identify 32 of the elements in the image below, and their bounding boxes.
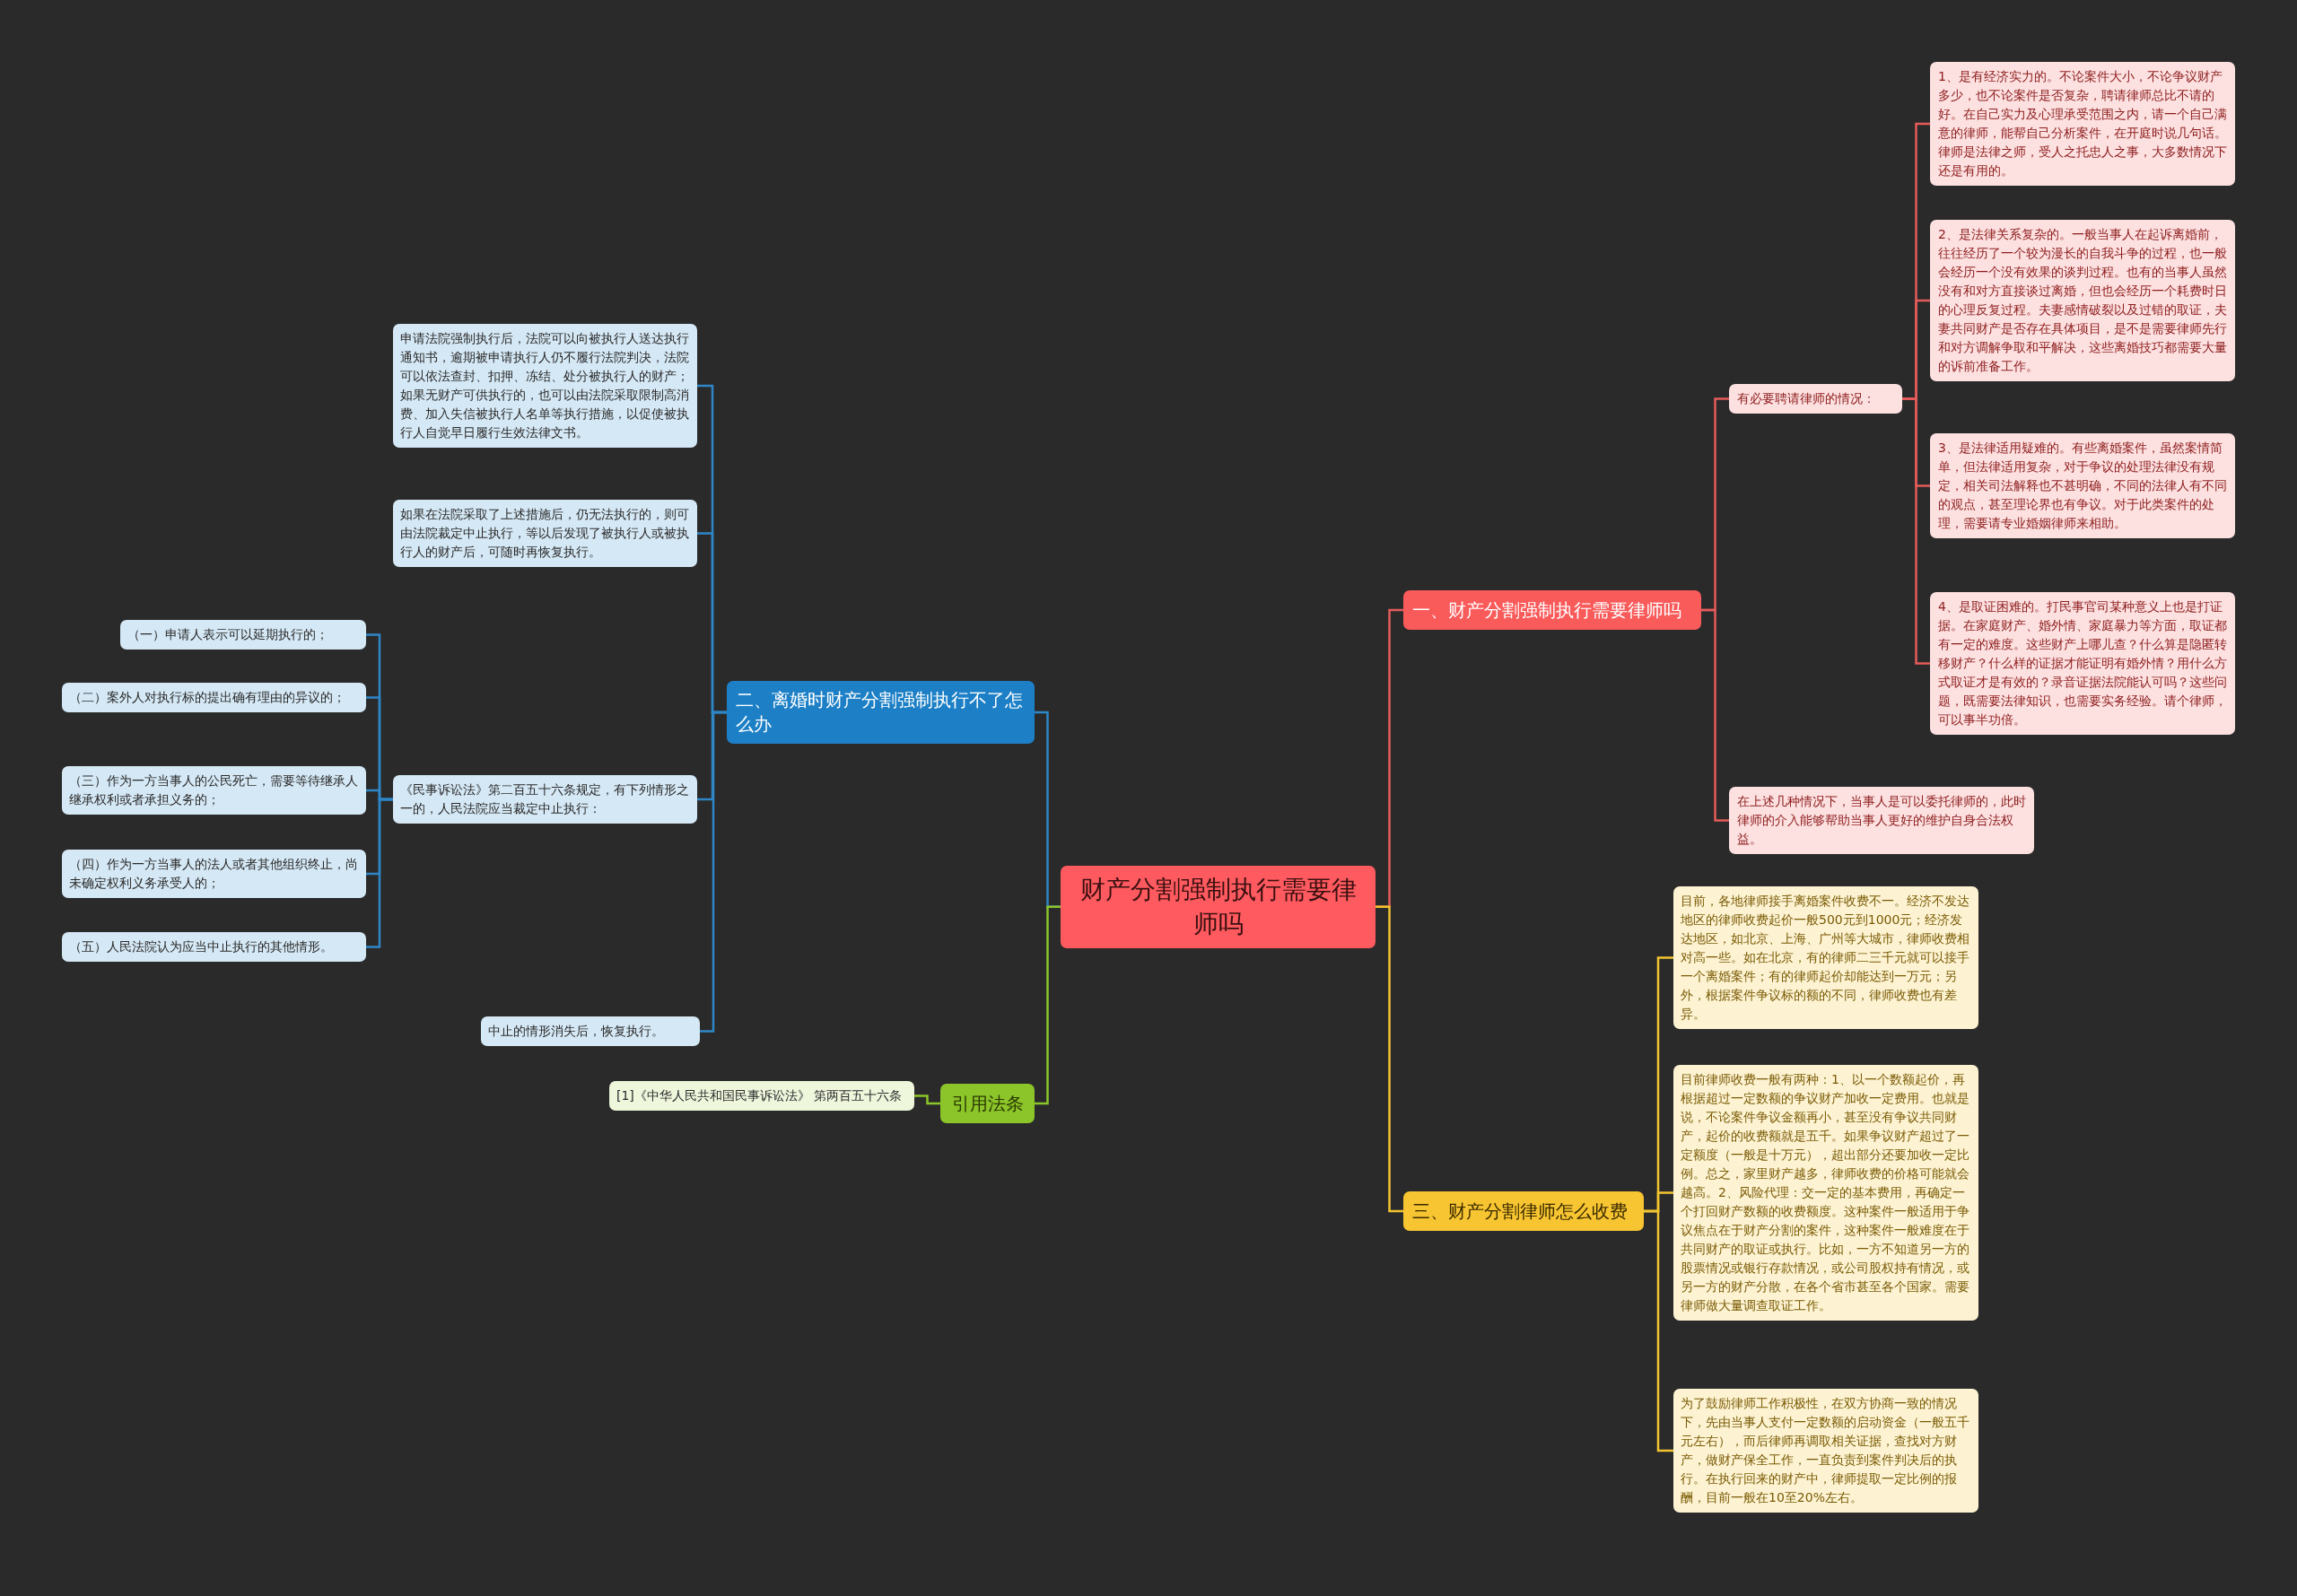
note-box: [1]《中华人民共和国民事诉讼法》 第两百五十六条: [609, 1081, 914, 1111]
note-box: 目前，各地律师接手离婚案件收费不一。经济不发达地区的律师收费起价一般500元到1000元；经济发达地区，如北京、上海、广州等大城市，律师收费相对高一些。如在北京，有的律师二三千元就可以接手一个离婚案件；有的律师起价却能达到一万元；另外，根据案件争议标的额的不同，律师收费也有差异。: [1673, 886, 1978, 1029]
note-box: 申请法院强制执行后，法院可以向被执行人送达执行通知书，逾期被申请执行人仍不履行法院判决，法院可以依法查封、扣押、冻结、处分被执行人的财产；如果无财产可供执行的，也可以由法院采取限制高消费、加入失信被执行人名单等执行措施，以促使被执行人自觉早日履行生效法律文书。: [393, 324, 697, 448]
note-box: 4、是取证困难的。打民事官司某种意义上也是打证据。在家庭财产、婚外情、家庭暴力等方面，取证都有一定的难度。这些财产上哪儿查？什么算是隐匿转移财产？什么样的证据才能证明有婚外情？用什么方式取证才是有效的？录音证据法院能认可吗？这些问题，既需要法律知识，也需要实务经验。请个律师，可以事半功倍。: [1930, 592, 2235, 735]
branch-box: 三、财产分割律师怎么收费: [1403, 1191, 1644, 1231]
note-box: 3、是法律适用疑难的。有些离婚案件，虽然案情简单，但法律适用复杂，对于争议的处理法律没有规定，相关司法解释也不甚明确，不同的法律人有不同的观点，甚至理论界也有争议。对于此类案件的处理，需要请专业婚姻律师来相助。: [1930, 433, 2235, 538]
connector-line: [366, 798, 393, 948]
connector-line: [1902, 397, 1930, 665]
note-box: （三）作为一方当事人的公民死亡，需要等待继承人继承权利或者承担义务的；: [62, 766, 366, 815]
note-box: 《民事诉讼法》第二百五十六条规定，有下列情形之一的，人民法院应当裁定中止执行：: [393, 775, 697, 824]
connector-line: [700, 711, 727, 1033]
note-box: （四）作为一方当事人的法人或者其他组织终止，尚未确定权利义务承受人的；: [62, 850, 366, 898]
note-box: 有必要聘请律师的情况：: [1729, 384, 1902, 414]
branch-box: 引用法条: [940, 1084, 1035, 1123]
note-box: 2、是法律关系复杂的。一般当事人在起诉离婚前，往往经历了一个较为漫长的自我斗争的过程，也一般会经历一个没有效果的谈判过程。也有的当事人虽然没有和对方直接谈过离婚，但也会经历一个耗费时日的心理反复过程。夫妻感情破裂以及过错的取证，夫妻共同财产是否存在具体项目，是不是需要律师先行和对方调解争取和平解决，这些离婚技巧都需要大量的诉前准备工作。: [1930, 220, 2235, 381]
connector-line: [1644, 1209, 1673, 1452]
connector-line: [1376, 905, 1403, 1213]
connector-line: [914, 1095, 940, 1105]
note-box: 如果在法院采取了上述措施后，仍无法执行的，则可由法院裁定中止执行，等以后发现了被执行人或被执行人的财产后，可随时再恢复执行。: [393, 500, 697, 567]
connector-line: [1701, 608, 1729, 822]
note-box: 为了鼓励律师工作积极性，在双方协商一致的情况下，先由当事人支付一定数额的启动资金（一般五千元左右），而后律师再调取相关证据，查找对方财产，做财产保全工作，一直负责到案件判决后的执行。在执行回来的财产中，律师提取一定比例的报酬，目前一般在10至20%左右。: [1673, 1389, 1978, 1513]
note-box: 在上述几种情况下，当事人是可以委托律师的，此时律师的介入能够帮助当事人更好的维护自身合法权益。: [1729, 787, 2034, 854]
note-box: 目前律师收费一般有两种：1、以一个数额起价，再根据超过一定数额的争议财产加收一定费用。也就是说，不论案件争议金额再小，甚至没有争议共同财产，起价的收费额就是五千。如果争议财产超过了一定额度（一般是十万元），超出部分还要加收一定比例。总之，家里财产越多，律师收费的价格可能就会越高。2、风险代理：交一定的基本费用，再确定一个打回财产数额的收费额度。这种案件一般适用于争议焦点在于财产分割的案件，这种案件一般难度在于共同财产的取证或执行。比如，一方不知道另一方的股票情况或银行存款情况，或公司股权持有情况，或另一方的财产分散，在各个省市甚至各个国家。需要律师做大量调查取证工作。: [1673, 1065, 1978, 1321]
note-box: 1、是有经济实力的。不论案件大小，不论争议财产多少，也不论案件是否复杂，聘请律师总比不请的好。在自己实力及心理承受范围之内，请一个自己满意的律师，能帮自己分析案件，在开庭时说几句话。律师是法律之师，受人之托忠人之事，大多数情况下还是有用的。: [1930, 62, 2235, 186]
connector-line: [1035, 905, 1061, 1105]
note-box: 中止的情形消失后，恢复执行。: [481, 1016, 700, 1046]
branch-box: 一、财产分割强制执行需要律师吗: [1403, 590, 1701, 630]
topic-box: 财产分割强制执行需要律师吗: [1061, 866, 1376, 948]
note-box: （一）申请人表示可以延期执行的；: [120, 620, 366, 650]
note-box: （五）人民法院认为应当中止执行的其他情形。: [62, 932, 366, 962]
note-box: （二）案外人对执行标的提出确有理由的异议的；: [62, 683, 366, 712]
branch-box: 二、离婚时财产分割强制执行不了怎么办: [727, 681, 1035, 744]
